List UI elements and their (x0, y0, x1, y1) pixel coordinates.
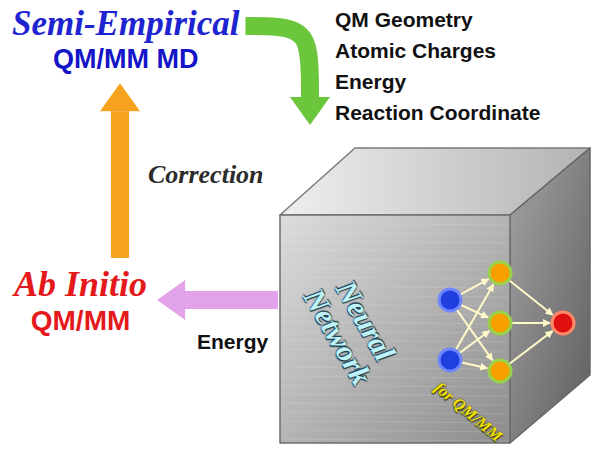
network-link (509, 280, 552, 314)
arrow-head (157, 280, 185, 320)
network-link (456, 284, 494, 349)
output-item: Reaction Coordinate (335, 97, 540, 128)
flow-arrow (246, 26, 331, 125)
flow-arrow (100, 83, 140, 258)
output-item: Energy (335, 66, 540, 97)
arrow-shaft (111, 111, 129, 258)
network-link (462, 363, 488, 369)
input-neuron (439, 289, 461, 311)
output-item: QM Geometry (335, 4, 540, 35)
network-link (460, 331, 490, 353)
arrow-head (290, 97, 330, 125)
method-title: Semi-Empirical (12, 4, 240, 44)
flow-arrow (157, 280, 278, 320)
hidden-neuron (489, 262, 511, 284)
arrow-shaft (246, 26, 311, 97)
network-link (461, 279, 489, 294)
method-subtitle: QM/MM (14, 305, 147, 337)
arrow-head (100, 83, 140, 111)
method-block: Ab InitioQM/MM (10, 262, 151, 340)
method-subtitle: QM/MM MD (12, 44, 240, 75)
network-illustration (439, 262, 574, 382)
network-link (510, 331, 553, 364)
neural-network-cube: Neural Networkfor QM/MM (278, 143, 596, 448)
network-link (512, 322, 550, 324)
method-title: Ab Initio (14, 264, 147, 305)
output-neuron (552, 312, 574, 334)
output-item: Atomic Charges (335, 35, 540, 66)
output-list: QM GeometryAtomic ChargesEnergyReaction … (335, 4, 540, 128)
cube-right-face (510, 148, 590, 443)
hidden-neuron (489, 360, 511, 382)
hidden-neuron (489, 312, 511, 334)
arrow-shaft (185, 291, 278, 309)
input-neuron (439, 349, 461, 371)
method-block: Semi-EmpiricalQM/MM MD (8, 2, 244, 77)
arrow-label: Correction (146, 160, 266, 190)
arrow-label: Energy (195, 330, 270, 354)
